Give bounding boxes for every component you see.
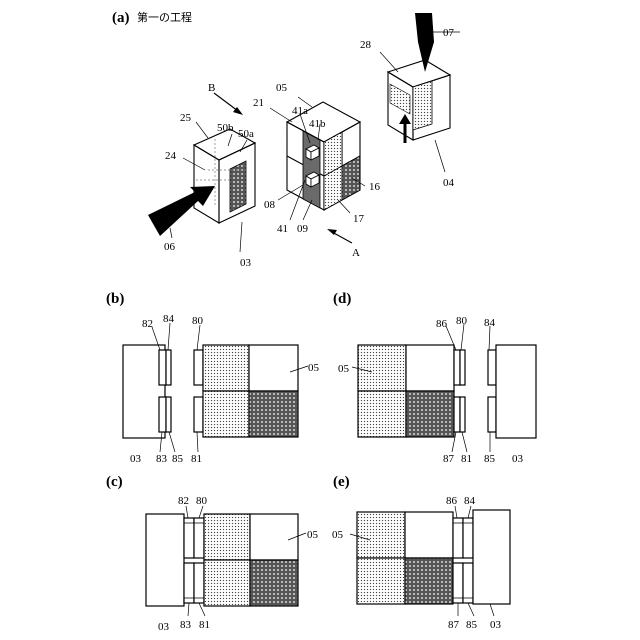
label-05-c: 05 xyxy=(307,529,319,541)
label-81-c: 81 xyxy=(199,619,210,631)
label-41b: 41b xyxy=(309,118,326,130)
label-85-d: 85 xyxy=(484,453,496,465)
label-83-b: 83 xyxy=(156,453,168,465)
label-41a: 41a xyxy=(292,105,308,117)
label-05-d: 05 xyxy=(338,363,350,375)
label-03-a: 03 xyxy=(240,257,252,269)
label-06: 06 xyxy=(164,241,176,253)
label-50b: 50b xyxy=(217,122,234,134)
label-24: 24 xyxy=(165,150,177,162)
label-80-b: 80 xyxy=(192,315,204,327)
label-84-d: 84 xyxy=(484,317,496,329)
block-03-c xyxy=(146,514,184,606)
panel-b: (b) 82 84 80 05 03 83 85 xyxy=(106,291,320,465)
label-08: 08 xyxy=(264,199,276,211)
label-85-b: 85 xyxy=(172,453,184,465)
label-81-d: 81 xyxy=(461,453,472,465)
label-82-c: 82 xyxy=(178,495,189,507)
label-21: 21 xyxy=(253,97,264,109)
panel-d: (d) 86 80 84 05 87 81 85 03 xyxy=(333,291,536,465)
label-81-b: 81 xyxy=(191,453,202,465)
arrow-a xyxy=(327,229,352,243)
label-05-b: 05 xyxy=(308,362,320,374)
block-05-d xyxy=(358,345,454,437)
label-84-e: 84 xyxy=(464,495,476,507)
figure-title: 第一の工程 xyxy=(137,10,192,24)
panel-c-label: (c) xyxy=(106,474,123,490)
panel-b-label: (b) xyxy=(106,291,124,307)
arrow-b xyxy=(214,93,243,115)
label-A: A xyxy=(352,247,360,259)
panel-e: (e) 86 84 05 87 85 03 xyxy=(332,474,510,631)
label-80-c: 80 xyxy=(196,495,208,507)
block-03-d xyxy=(496,345,536,438)
panel-d-label: (d) xyxy=(333,291,351,307)
label-05-e: 05 xyxy=(332,529,344,541)
label-03-c: 03 xyxy=(158,621,170,633)
label-07: 07 xyxy=(443,27,455,39)
block-05-e xyxy=(357,512,453,604)
label-83-c: 83 xyxy=(180,619,192,631)
label-82-b: 82 xyxy=(142,318,153,330)
label-80-d: 80 xyxy=(456,315,468,327)
label-03-b: 03 xyxy=(130,453,142,465)
label-50a: 50a xyxy=(238,128,254,140)
label-16: 16 xyxy=(369,181,381,193)
label-03-e: 03 xyxy=(490,619,502,631)
label-87-d: 87 xyxy=(443,453,455,465)
block-04 xyxy=(388,60,450,143)
label-04: 04 xyxy=(443,177,455,189)
block-03 xyxy=(194,129,255,223)
label-09: 09 xyxy=(297,223,309,235)
block-03-e xyxy=(473,510,510,604)
label-86-e: 86 xyxy=(446,495,458,507)
label-85-e: 85 xyxy=(466,619,478,631)
panel-a: (a) 第一の工程 xyxy=(112,10,460,269)
label-86-d: 86 xyxy=(436,318,448,330)
label-28: 28 xyxy=(360,39,372,51)
block-05-b xyxy=(203,345,298,437)
label-17: 17 xyxy=(353,213,365,225)
pusher-06 xyxy=(148,186,215,236)
panel-e-label: (e) xyxy=(333,474,350,490)
label-05: 05 xyxy=(276,82,288,94)
label-87-e: 87 xyxy=(448,619,460,631)
label-41: 41 xyxy=(277,223,288,235)
label-03-d: 03 xyxy=(512,453,524,465)
panel-c: (c) 82 80 05 03 83 81 xyxy=(106,474,319,633)
label-84-b: 84 xyxy=(163,313,175,325)
block-05-c xyxy=(204,514,298,606)
label-25: 25 xyxy=(180,112,192,124)
panel-a-label: (a) xyxy=(112,10,130,26)
label-B: B xyxy=(208,82,215,94)
